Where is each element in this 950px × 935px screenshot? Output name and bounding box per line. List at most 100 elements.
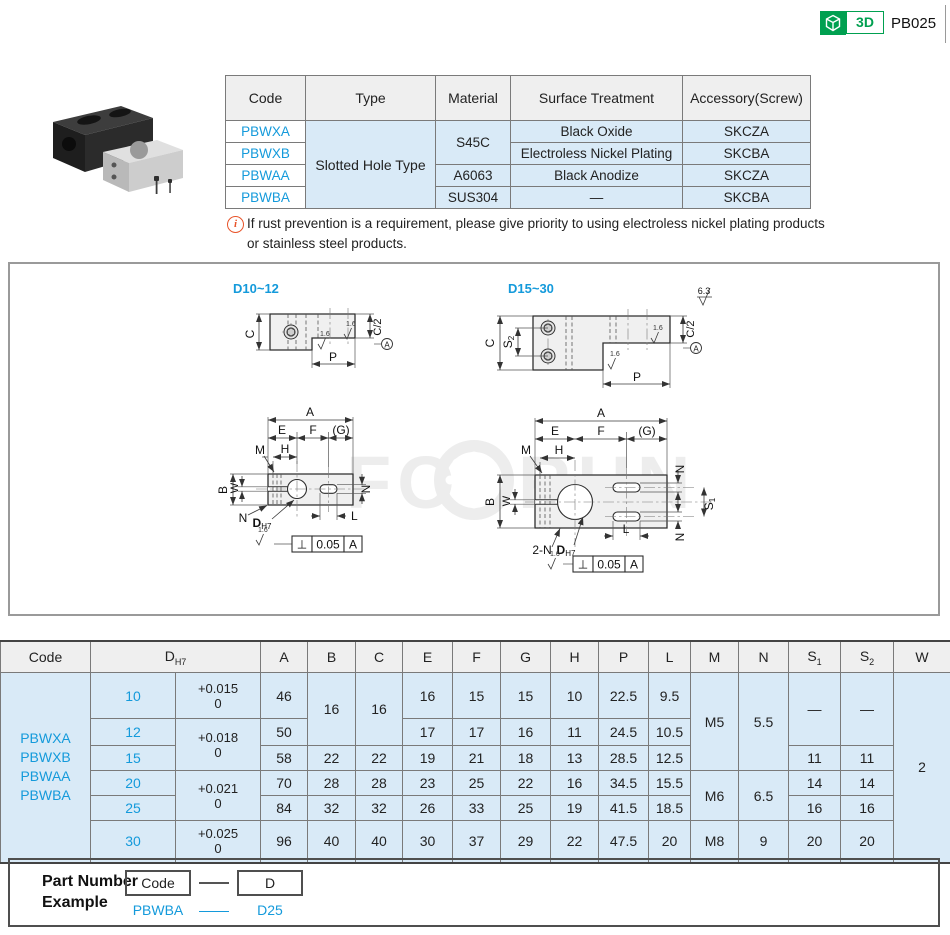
dim-cell-h: 19 (550, 795, 600, 821)
dim-label-f: F (597, 424, 604, 438)
code-link[interactable]: PBWBA (225, 186, 306, 209)
code-link[interactable]: PBWAA (20, 768, 71, 785)
example-code-box: Code (125, 870, 191, 896)
dims-code-list: PBWXA PBWXB PBWAA PBWBA (0, 672, 91, 863)
svg-text:1.6: 1.6 (258, 527, 268, 534)
dims-header-b: B (307, 640, 357, 673)
dim-label-w: W (229, 482, 241, 493)
dim-cell-e: 26 (402, 795, 454, 821)
dim-label-e: E (551, 424, 559, 438)
dim-cell-a: 46 (260, 672, 309, 719)
accessory-cell: SKCBA (682, 142, 811, 165)
dim-cell-b: 28 (307, 770, 357, 796)
surface-cell: Black Oxide (510, 120, 683, 143)
dim-label-n: N (359, 485, 373, 494)
d-value[interactable]: 25 (90, 795, 176, 821)
svg-text:6.3: 6.3 (698, 286, 711, 296)
dim-cell-c: 16 (355, 672, 404, 746)
dim-cell-b: 32 (307, 795, 357, 821)
dim-cell-f: 25 (452, 770, 502, 796)
dim-cell-s2: 11 (840, 745, 895, 771)
d-value[interactable]: 30 (90, 820, 176, 863)
code-link[interactable]: PBWAA (225, 164, 306, 187)
dims-header-f: F (452, 640, 502, 673)
example-d-value: D25 (257, 902, 283, 918)
dim-cell-l: 18.5 (648, 795, 692, 821)
dim-cell-g: 15 (500, 672, 552, 719)
dim-cell-h: 11 (550, 718, 600, 746)
dims-header-c: C (355, 640, 404, 673)
dim-cell-h: 10 (550, 672, 600, 719)
dim-label-p: P (633, 370, 641, 384)
svg-text:1.6: 1.6 (346, 321, 356, 328)
svg-text:1.6: 1.6 (653, 325, 663, 332)
dim-label-n-bottom: N (673, 533, 687, 542)
dim-label-h: H (555, 443, 564, 457)
dim-cell-p: 22.5 (598, 672, 650, 719)
dims-header-e: E (402, 640, 454, 673)
code-link[interactable]: PBWXB (20, 749, 71, 766)
dim-cell-g: 22 (500, 770, 552, 796)
part-outline (267, 473, 354, 506)
spec-header-surface: Surface Treatment (510, 75, 683, 121)
dim-cell-p: 24.5 (598, 718, 650, 746)
dim-cell-s2: — (840, 672, 895, 746)
dim-cell-s1: 11 (788, 745, 842, 771)
accessory-cell: SKCZA (682, 120, 811, 143)
dim-label-2n: 2-N (532, 543, 551, 557)
example-code-value: PBWBA (132, 902, 184, 918)
finish-mark: 1.6 (255, 527, 268, 546)
info-icon: i (227, 216, 244, 233)
code-link[interactable]: PBWXB (225, 142, 306, 165)
d-value[interactable]: 20 (90, 770, 176, 796)
view-3d-badge[interactable]: 3D (820, 11, 884, 35)
accessory-cell: SKCBA (682, 186, 811, 209)
svg-text:A: A (693, 345, 699, 354)
spec-header-type: Type (305, 75, 436, 121)
dim-cell-p: 34.5 (598, 770, 650, 796)
dim-label-s2: S2 (501, 335, 516, 348)
dim-cell-p: 28.5 (598, 745, 650, 771)
surface-cell: Black Anodize (510, 164, 683, 187)
d-value[interactable]: 15 (90, 745, 176, 771)
material-cell: S45C (435, 120, 511, 165)
dims-header-n: N (738, 640, 790, 673)
silver-block (103, 140, 183, 192)
tolerance-frame: ⊥ 0.05 A (274, 535, 363, 553)
d-value[interactable]: 12 (90, 718, 176, 746)
d-value[interactable]: 10 (90, 672, 176, 719)
code-link[interactable]: PBWBA (20, 787, 71, 804)
dim-cell-g: 29 (500, 820, 552, 863)
spec-header-code: Code (225, 75, 306, 121)
finish-mark: 1.6 (343, 321, 356, 340)
dims-header-g: G (500, 640, 552, 673)
dim-cell-s2: 16 (840, 795, 895, 821)
accessory-cell: SKCZA (682, 164, 811, 187)
code-link[interactable]: PBWXA (20, 730, 71, 747)
product-photo (25, 80, 210, 210)
dim-cell-m: M8 (690, 820, 740, 863)
surface-cell: — (510, 186, 683, 209)
dim-cell-s1: 20 (788, 820, 842, 863)
dim-cell-l: 12.5 (648, 745, 692, 771)
dim-cell-l: 9.5 (648, 672, 692, 719)
dims-header-code: Code (0, 640, 91, 673)
dim-label-n-corner: N (239, 511, 248, 525)
dim-label-l: L (623, 522, 630, 536)
rust-prevention-note: i If rust prevention is a requirement, p… (227, 214, 887, 253)
dim-cell-h: 16 (550, 770, 600, 796)
badge-3d-label: 3D (846, 11, 884, 34)
code-link[interactable]: PBWXA (225, 120, 306, 143)
technical-drawing-panel: .part{fill:#f0f0f0;stroke:#2e2e2e;stroke… (8, 262, 940, 616)
dim-label-a: A (597, 406, 605, 420)
dim-cell-f: 37 (452, 820, 502, 863)
dim-cell-g: 18 (500, 745, 552, 771)
page-part-number: PB025 (891, 15, 937, 32)
dim-label-h: H (281, 442, 290, 456)
dim-label-g: (G) (332, 423, 349, 437)
